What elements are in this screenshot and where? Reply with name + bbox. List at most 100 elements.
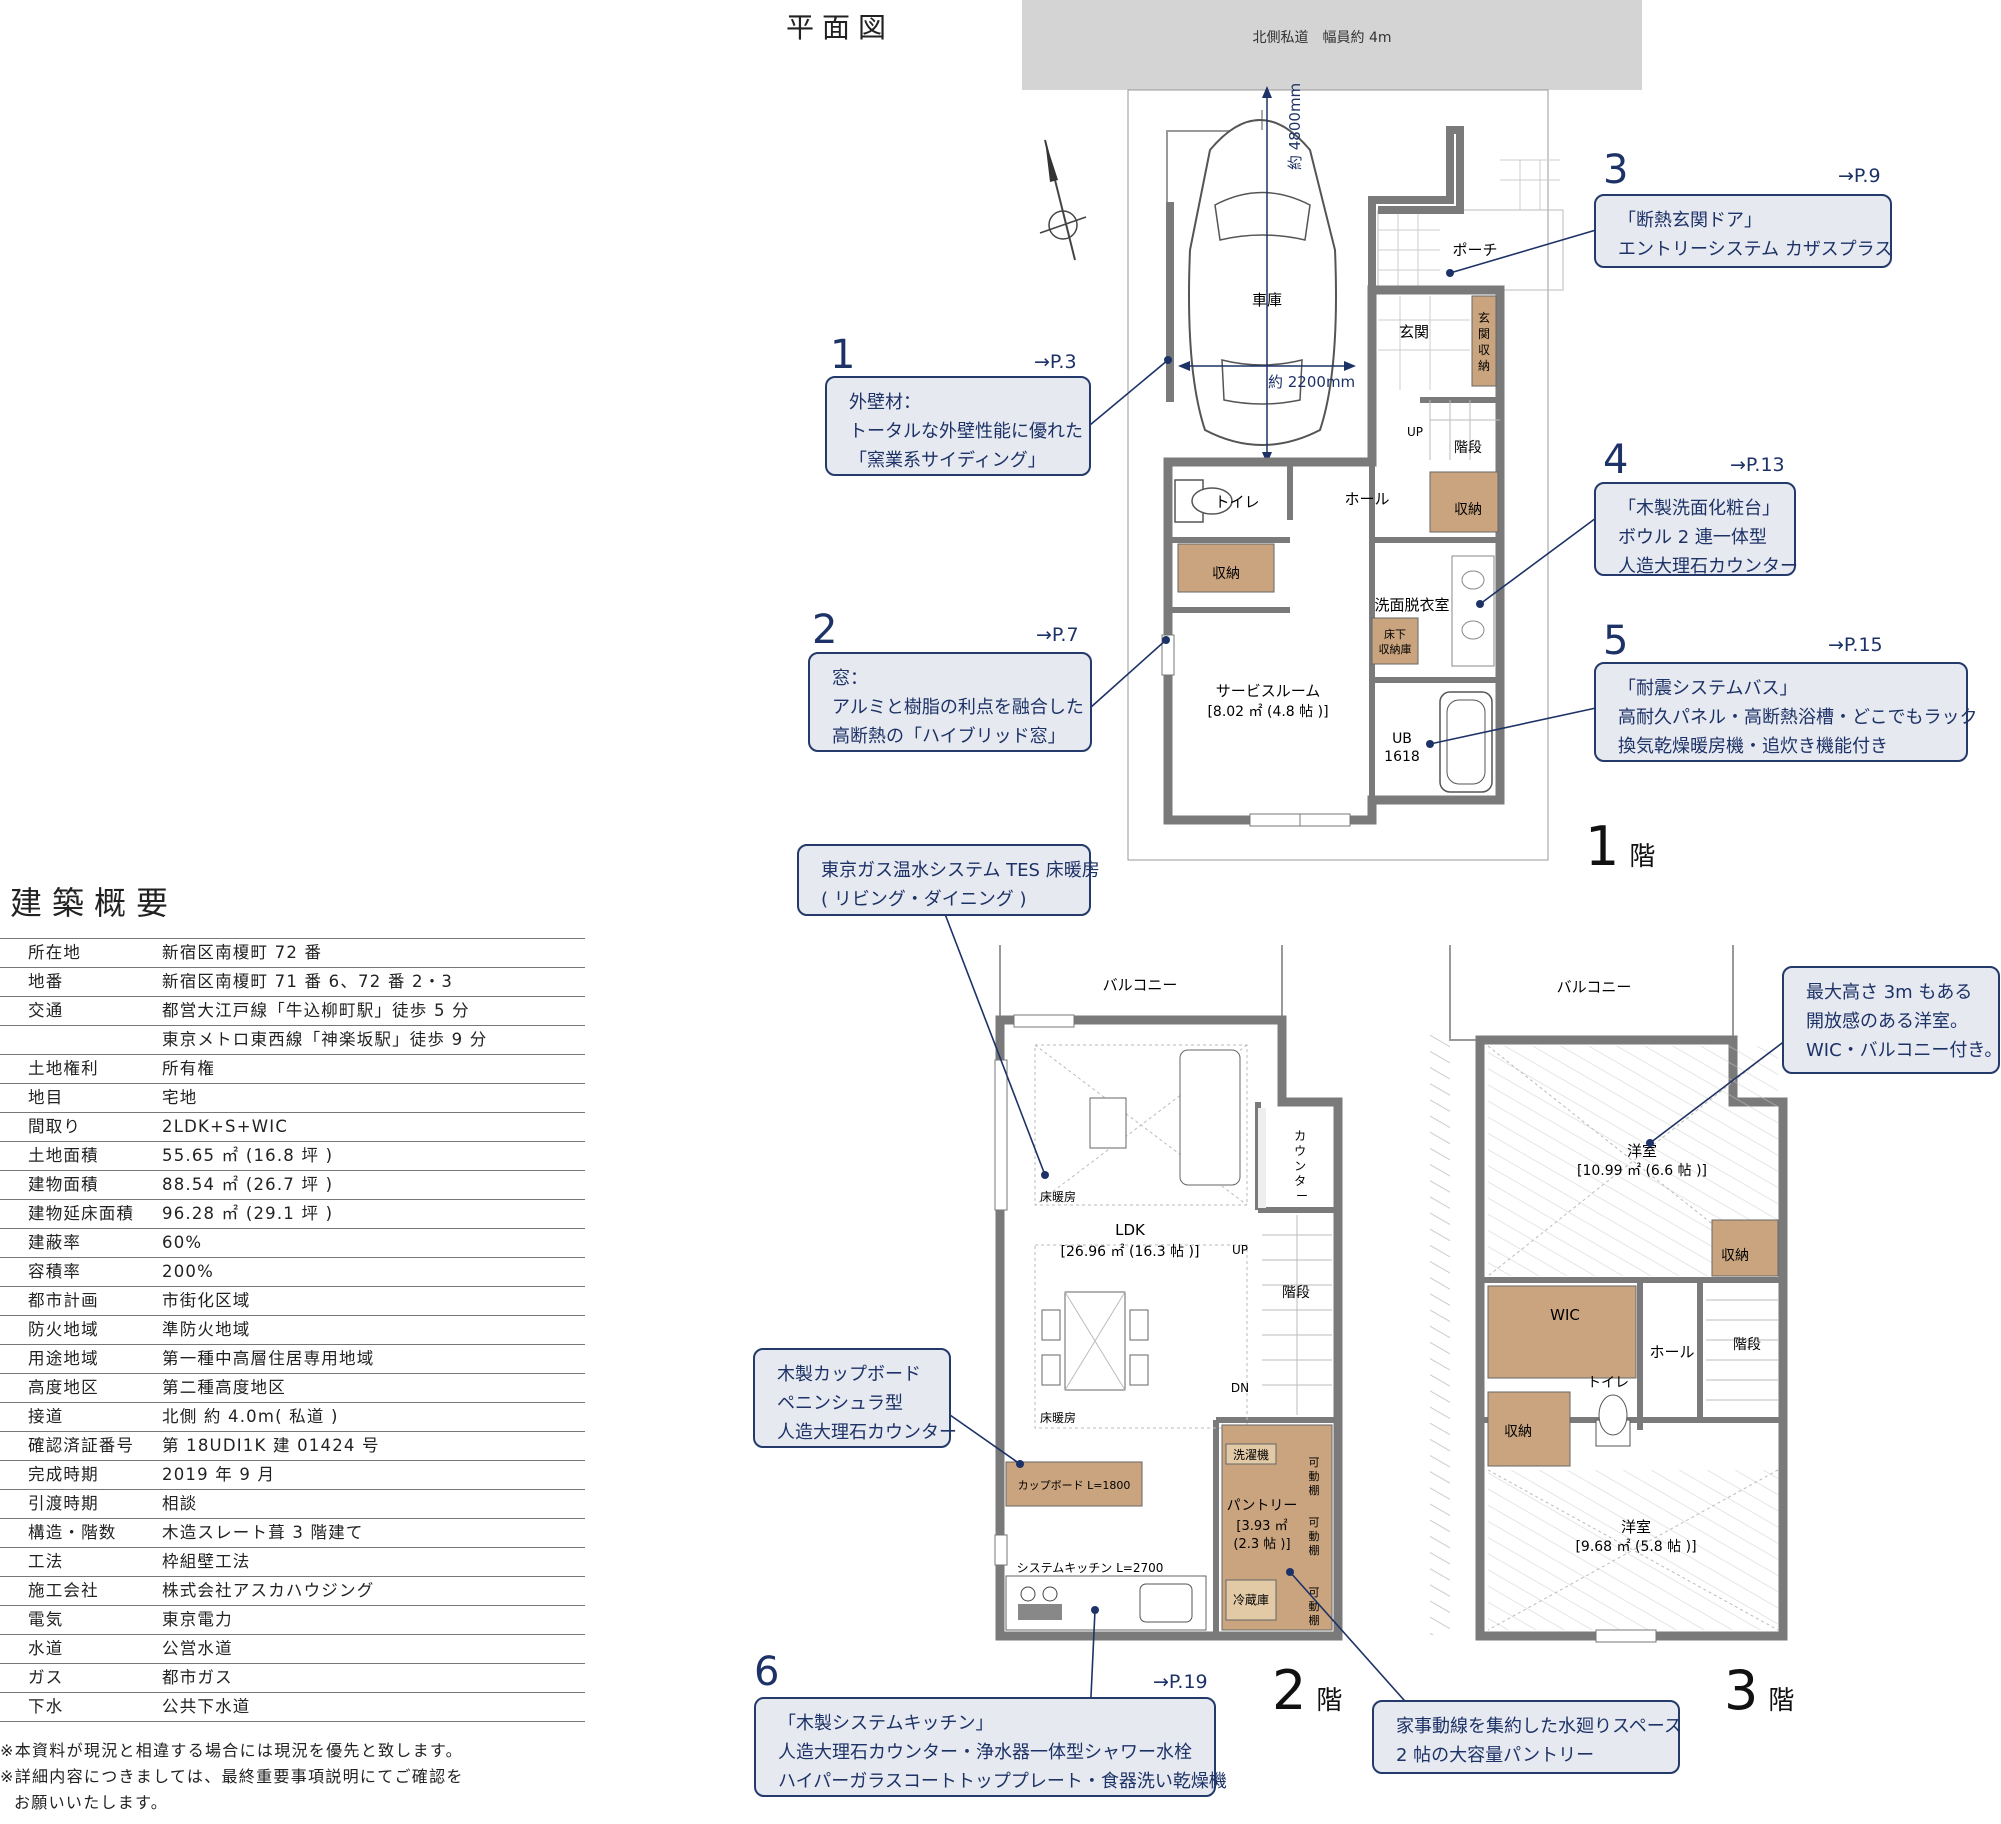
callout-9-line-3: WIC・バルコニー付き。 [1806, 1040, 2001, 1061]
summary-value: 公共下水道 [162, 1697, 251, 1716]
counter-label-2: ウ [1294, 1144, 1306, 1158]
callout-3-line-1: 「断熱玄関ドア」 [1618, 210, 1762, 231]
unit-bath-label: UB [1392, 731, 1412, 747]
washroom-label: 洗面脱衣室 [1374, 596, 1449, 614]
svg-text:関: 関 [1478, 327, 1490, 341]
callout-10-line-1: 家事動線を集約した水廻りスペース [1396, 1716, 1682, 1737]
unit-bath-size: 1618 [1384, 749, 1420, 765]
floor2-exterior-wall [995, 1015, 1343, 1641]
summary-value: 新宿区南榎町 72 番 [162, 943, 323, 962]
callout-3-line-2: エントリーシステム カザスプラス [1618, 239, 1893, 260]
summary-row: 地番新宿区南榎町 71 番 6、72 番 2・3 [0, 968, 585, 997]
callout-1-line-2: トータルな外壁性能に優れた [849, 421, 1083, 442]
summary-value: 第一種中高層住居専用地域 [162, 1349, 375, 1368]
underfloor-storage-label-1: 床下 [1384, 627, 1406, 641]
callout-2-line-1: 窓： [832, 668, 868, 689]
callout-4-line-1: 「木製洗面化粧台」 [1618, 498, 1780, 519]
f3-toilet-icon [1595, 1394, 1631, 1447]
entrance-storage-label-1: 玄 [1478, 310, 1490, 325]
callout-1-line-3: 「窯業系サイディング」 [849, 450, 1046, 471]
summary-value: 88.54 ㎡ (26.7 坪 ) [162, 1175, 334, 1194]
f3-hall-label: ホール [1649, 1343, 1694, 1361]
shelf-c-2: 動 [1309, 1599, 1320, 1613]
svg-text:納: 納 [1478, 359, 1490, 373]
summary-row: 工法枠組壁工法 [0, 1548, 585, 1577]
callout-pantry: 家事動線を集約した水廻りスペース 2 帖の大容量パントリー [1372, 1700, 1682, 1774]
summary-value: 2019 年 9 月 [162, 1465, 276, 1484]
svg-text:可: 可 [1309, 1586, 1320, 1599]
callout-6-number: 6 [754, 1649, 780, 1695]
callout-6-ref: →P.19 [1153, 1671, 1208, 1693]
svg-text:棚: 棚 [1309, 1483, 1320, 1497]
summary-row: 用途地域第一種中高層住居専用地域 [0, 1345, 585, 1374]
callout-vanity: 「木製洗面化粧台」 ボウル 2 連一体型 人造大理石カウンター [1594, 482, 1798, 577]
shelf-b-3: 棚 [1309, 1543, 1320, 1557]
svg-text:可: 可 [1309, 1456, 1320, 1469]
summary-note-1: ※本資料が現況と相違する場合には現況を優先と致します。 [0, 1741, 463, 1760]
callout-8-line-3: 人造大理石カウンター [777, 1422, 957, 1443]
summary-key: 高度地区 [28, 1378, 99, 1397]
svg-text:カ ウ ン タ: カ ウ ン タ ー [1294, 1129, 1310, 1203]
summary-row: 水道公営水道 [0, 1635, 585, 1664]
callout-3-number: 3 [1603, 147, 1629, 193]
summary-value: 200% [162, 1262, 214, 1281]
summary-value: 株式会社アスカハウジング [162, 1581, 375, 1600]
summary-key: 引渡時期 [28, 1494, 99, 1513]
floor-2: バルコニー LDK [26.96 ㎡ (16.3 帖 )] 床暖房 床暖房 [994, 945, 1343, 1641]
callout-6-line-2: 人造大理石カウンター・浄水器一体型シャワー水栓 [778, 1742, 1192, 1763]
callout-2-line-2: アルミと樹脂の利点を融合した [832, 697, 1084, 718]
road-label: 北側私道 幅員約 4m [1253, 30, 1392, 46]
callout-4-line-3: 人造大理石カウンター [1618, 556, 1798, 577]
callout-2-ref: →P.7 [1036, 624, 1079, 646]
floor-heating-label-1: 床暖房 [1040, 1189, 1076, 1204]
summary-key: 施工会社 [28, 1581, 99, 1600]
shelf-c-3: 棚 [1309, 1613, 1320, 1627]
summary-key [0, 1026, 162, 1054]
f2-stairs-dn: DN [1231, 1381, 1249, 1395]
svg-text:玄: 玄 [1478, 310, 1490, 325]
porch-label: ポーチ [1452, 241, 1497, 259]
summary-value: 木造スレート葺 3 階建て [162, 1523, 364, 1542]
summary-value: 55.65 ㎡ (16.8 坪 ) [162, 1146, 334, 1165]
floor-3-number: 3 [1724, 1659, 1759, 1722]
callout-5-line-3: 換気乾燥暖房機・追炊き機能付き [1618, 736, 1888, 757]
callout-kitchen: 「木製システムキッチン」 人造大理石カウンター・浄水器一体型シャワー水栓 ハイパ… [754, 1697, 1227, 1797]
page-title: 平面図 [786, 11, 895, 44]
entrance-storage-label-3: 収 [1478, 343, 1490, 357]
callout-window: 窓： アルミと樹脂の利点を融合した 高断熱の「ハイブリッド窓」 [808, 652, 1092, 752]
kitchen-label: システムキッチン L=2700 [1017, 1561, 1164, 1575]
summary-key: 建物延床面積 [28, 1204, 135, 1223]
summary-key: 電気 [28, 1610, 64, 1629]
summary-key: 接道 [28, 1407, 64, 1426]
summary-key: 所在地 [28, 943, 82, 962]
callout-8-line-1: 木製カップボード [777, 1364, 921, 1385]
callout-floor-heating: 東京ガス温水システム TES 床暖房 ( リビング・ダイニング ) [797, 844, 1100, 916]
summary-row: 交通都営大江戸線「牛込柳町駅」徒歩 5 分 [0, 997, 585, 1026]
counter-label-4: タ [1294, 1174, 1306, 1188]
north-road [1022, 0, 1642, 90]
f3-toilet-label: トイレ [1587, 1375, 1629, 1391]
pantry-label: パントリー [1227, 1498, 1298, 1514]
callout-3-ref: →P.9 [1838, 165, 1881, 187]
summary-value: 新宿区南榎町 71 番 6、72 番 2・3 [162, 972, 454, 991]
ldk-area: [26.96 ㎡ (16.3 帖 )] [1061, 1244, 1200, 1260]
callout-9-line-1: 最大高さ 3m もある [1806, 982, 1973, 1003]
sink-icon [1139, 1583, 1193, 1623]
floor-1-kai: 階 [1629, 842, 1656, 872]
summary-row: 都市計画市街化区域 [0, 1287, 585, 1316]
callout-western-room: 最大高さ 3m もある 開放感のある洋室。 WIC・バルコニー付き。 [1782, 966, 2001, 1074]
summary-key: 確認済証番号 [28, 1436, 135, 1455]
floor-3: バルコニー 洋室 [10.99 ㎡ (6.6 帖 )] 収納 WIC ホール 階… [1430, 945, 1788, 1643]
floor-heating-label-2: 床暖房 [1040, 1410, 1076, 1425]
summary-value: 枠組壁工法 [162, 1552, 251, 1571]
summary-key: 建蔽率 [28, 1233, 82, 1252]
callout-5-number: 5 [1603, 618, 1629, 664]
callout-5-line-1: 「耐震システムバス」 [1618, 678, 1798, 699]
summary-key: 構造・階数 [28, 1523, 117, 1542]
counter-label-3: ン [1294, 1159, 1306, 1173]
